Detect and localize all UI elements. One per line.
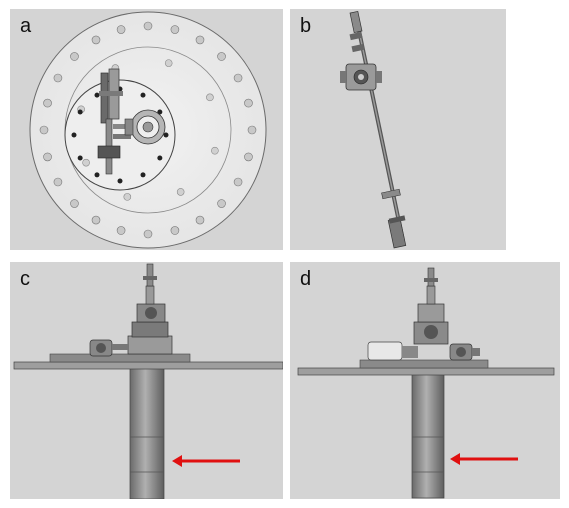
bolt-hole bbox=[116, 25, 126, 34]
bolt-hole bbox=[116, 226, 126, 235]
bolt-hole bbox=[143, 229, 153, 239]
mid-flange bbox=[381, 188, 401, 200]
side-view-c-drawing bbox=[13, 263, 283, 499]
bolt-hole bbox=[43, 152, 52, 162]
top-handle bbox=[349, 10, 363, 34]
bolt-hole bbox=[43, 98, 52, 108]
bolt-hole bbox=[233, 73, 243, 83]
bolt-hole bbox=[195, 215, 205, 225]
top-view-drawing bbox=[29, 11, 267, 249]
bolt-hole bbox=[143, 21, 153, 31]
bolt-hole bbox=[170, 25, 180, 34]
bolt-hole bbox=[211, 146, 219, 155]
bolt-hole bbox=[247, 125, 257, 135]
side-view-d-drawing bbox=[297, 267, 555, 499]
bolt-hole bbox=[195, 35, 205, 45]
tube bbox=[129, 367, 165, 499]
bolt-hole bbox=[123, 193, 132, 201]
bolt-hole bbox=[70, 199, 79, 208]
inner-bolt bbox=[140, 92, 146, 98]
inner-bolt bbox=[140, 172, 146, 178]
inner-bolt bbox=[163, 132, 169, 138]
bolt-hole bbox=[217, 52, 226, 61]
side-valve bbox=[449, 343, 480, 361]
bolt-hole bbox=[164, 59, 173, 67]
pump-body bbox=[367, 341, 418, 361]
central-assembly bbox=[97, 68, 166, 175]
panel-c-side-view: c bbox=[10, 262, 283, 499]
panel-label-c: c bbox=[20, 268, 30, 290]
inner-bolt bbox=[157, 155, 163, 161]
flange-plate-edge bbox=[297, 367, 555, 376]
panel-label-a: a bbox=[20, 15, 32, 37]
bolt-hole bbox=[206, 93, 214, 102]
bolt-hole bbox=[70, 52, 79, 61]
panel-a-top-view: a bbox=[10, 9, 283, 250]
inner-bolt bbox=[94, 172, 100, 178]
bolt-hole bbox=[91, 35, 101, 45]
panel-d-side-view: d bbox=[290, 262, 560, 499]
bolt-hole bbox=[91, 215, 101, 225]
panel-label-d: d bbox=[300, 268, 312, 290]
bolt-hole bbox=[170, 226, 180, 235]
bolt-hole bbox=[82, 158, 90, 167]
inner-bolt bbox=[77, 109, 83, 115]
bolt-hole bbox=[53, 177, 63, 187]
panel-label-b: b bbox=[300, 15, 312, 37]
panel-b-manipulator: b bbox=[290, 9, 506, 250]
outer-bolt-holes bbox=[39, 21, 257, 239]
inner-bolt bbox=[94, 92, 100, 98]
side-valve bbox=[89, 339, 128, 357]
bolt-hole bbox=[176, 188, 185, 196]
manipulator-drawing bbox=[340, 10, 407, 249]
red-arrow bbox=[172, 455, 240, 467]
bolt-hole bbox=[39, 125, 49, 135]
bolt-hole bbox=[53, 73, 63, 83]
flange-plate-edge bbox=[13, 361, 283, 370]
red-arrow bbox=[450, 453, 518, 465]
inner-bolt bbox=[71, 132, 77, 138]
bolt-hole bbox=[244, 152, 253, 162]
bolt-hole bbox=[233, 177, 243, 187]
bolt-hole bbox=[217, 199, 226, 208]
inner-bolt bbox=[77, 155, 83, 161]
valve-body bbox=[340, 63, 382, 91]
inner-bolt bbox=[117, 178, 123, 184]
bolt-hole bbox=[244, 98, 253, 108]
tube bbox=[411, 373, 445, 499]
